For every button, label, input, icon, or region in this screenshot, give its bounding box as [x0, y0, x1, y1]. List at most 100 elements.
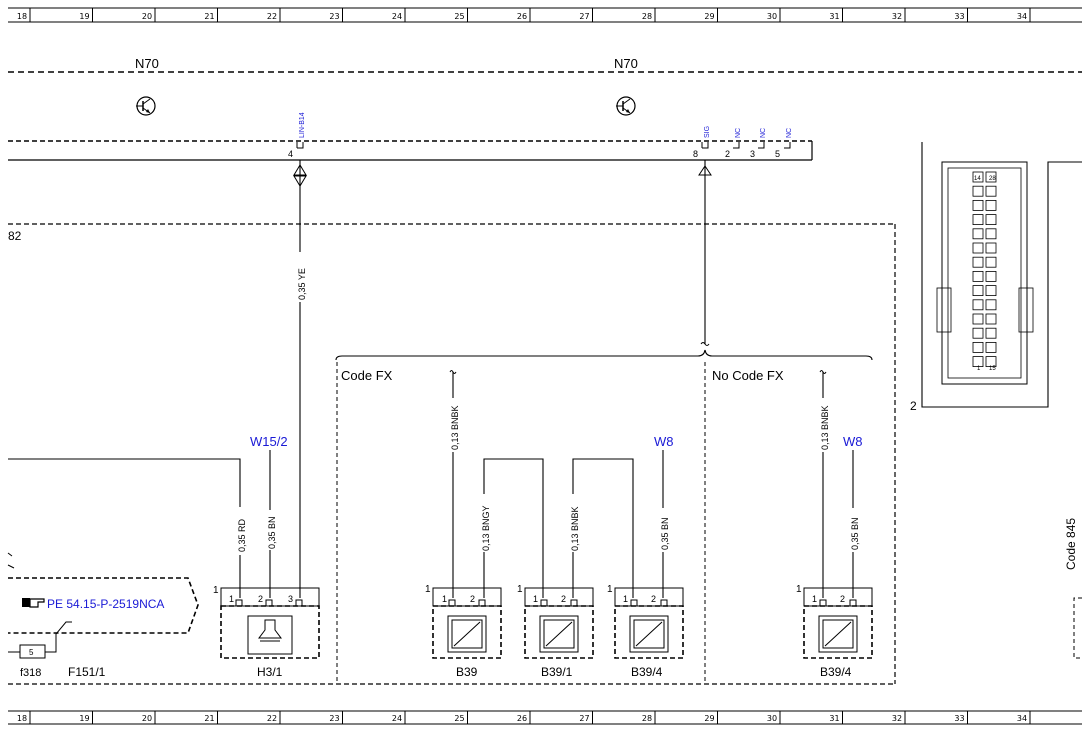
connector-cavity: [972, 299, 984, 311]
connector-cavity: [985, 256, 997, 268]
grid-column-number-34: 34: [1017, 714, 1027, 723]
signal-label-lin: LIN-B14: [299, 112, 306, 138]
component-label-b39-4-nocode: B39/4: [820, 665, 852, 679]
module-label-n70-left: N70: [135, 56, 159, 71]
grid-column-number-33: 33: [954, 12, 964, 21]
grid-column-number-33: 33: [954, 714, 964, 723]
grid-column-number-19: 19: [79, 714, 89, 723]
component-label-f151-1: F151/1: [68, 665, 106, 679]
signal-label-nc-3: NC: [786, 128, 793, 138]
pin-label-1: 1: [812, 594, 817, 604]
grid-column-number-32: 32: [892, 12, 902, 21]
wire-label-rd: 0,35 RD: [237, 518, 247, 552]
component-b39-1: [524, 587, 594, 659]
transistor-icon: [616, 96, 636, 116]
grid-column-number-29: 29: [704, 714, 714, 723]
connector-cavity: [972, 214, 984, 226]
reference-link[interactable]: PE 54.15-P-2519NCA: [47, 597, 164, 611]
fuse-f318: [8, 621, 72, 659]
pin-number-3: 3: [750, 149, 755, 159]
grid-column-number-21: 21: [204, 12, 214, 21]
grid-column-number-21: 21: [204, 714, 214, 723]
connector-cavity: [972, 285, 984, 297]
component-h3-1: [220, 587, 320, 659]
connector-cavity: [985, 171, 997, 183]
pin-number-8: 8: [693, 149, 698, 159]
wire-rd: [8, 458, 241, 598]
component-pin-1: 1: [607, 584, 613, 595]
option-brace: [335, 349, 873, 684]
n70-connector: [8, 140, 813, 161]
grid-column-number-30: 30: [767, 12, 777, 21]
grid-column-number-20: 20: [142, 12, 152, 21]
grid-column-number-20: 20: [142, 714, 152, 723]
wire-label-bnbk-nocode: 0,13 BNBK: [820, 405, 830, 450]
pointing-hand-icon: [22, 598, 45, 608]
pin-label-2: 2: [840, 594, 845, 604]
connector-cavity: [972, 185, 984, 197]
connector-cavity: [972, 341, 984, 353]
ground-label-w8-a: W8: [654, 434, 674, 449]
grid-column-number-28: 28: [642, 714, 652, 723]
grid-column-number-31: 31: [829, 12, 839, 21]
horn-icon: [258, 619, 282, 642]
component-b39-4: [614, 587, 684, 659]
pin-label-2: 2: [470, 594, 475, 604]
grid-column-number-25: 25: [454, 12, 464, 21]
grid-column-number-27: 27: [579, 714, 589, 723]
grid-column-number-22: 22: [267, 12, 277, 21]
grid-column-number-30: 30: [767, 714, 777, 723]
connector-cavity: [985, 214, 997, 226]
pin-number-2: 2: [725, 149, 730, 159]
wire-label-bn-h31: 0,35 BN: [267, 516, 277, 549]
reference-box[interactable]: [8, 577, 199, 634]
pinout-label-28: 28: [989, 176, 996, 182]
code-845-label: Code 845: [1064, 518, 1078, 570]
fuse-label-f318: f318: [20, 667, 41, 679]
grid-column-number-27: 27: [579, 12, 589, 21]
ground-label-w8-b: W8: [843, 434, 863, 449]
pin-number-5: 5: [775, 149, 780, 159]
pin-label-1: 1: [533, 594, 538, 604]
pinout-label-1: 1: [977, 366, 981, 372]
grid-column-number-23: 23: [329, 12, 339, 21]
grid-column-number-26: 26: [517, 714, 527, 723]
pin-label-2: 2: [561, 594, 566, 604]
sensor-icon: [543, 619, 575, 649]
signal-label-nc-2: NC: [760, 128, 767, 138]
grid-column-number-26: 26: [517, 12, 527, 21]
component-pin-1: 1: [213, 585, 219, 596]
control-unit-box: [8, 223, 896, 685]
component-pin-1: 1: [425, 584, 431, 595]
pin-label-1: 1: [623, 594, 628, 604]
connector-cavity: [985, 327, 997, 339]
pin-label-1: 1: [229, 594, 234, 604]
grid-column-number-31: 31: [829, 714, 839, 723]
wire-sig: [698, 160, 712, 346]
grid-column-number-24: 24: [392, 714, 402, 723]
connector-cavity: [972, 242, 984, 254]
component-label-b39: B39: [456, 665, 478, 679]
component-b39: [432, 587, 502, 659]
grid-column-number-23: 23: [329, 714, 339, 723]
component-label-b39-4: B39/4: [631, 665, 663, 679]
connector-cavity: [972, 256, 984, 268]
connector-cavity: [985, 228, 997, 240]
connector-cavity: [985, 356, 997, 368]
wire-bngy: [483, 458, 544, 598]
component-label-b39-1: B39/1: [541, 665, 573, 679]
signal-label-nc-1: NC: [735, 128, 742, 138]
connector-pinout: [921, 142, 1082, 408]
block-label-fragment: 82: [8, 229, 22, 243]
component-label-h3-1: H3/1: [257, 665, 283, 679]
pin-label-3: 3: [288, 594, 293, 604]
pin-label-2: 2: [651, 594, 656, 604]
connector-cavity: [985, 313, 997, 325]
wire-label-bn-nocode: 0,35 BN: [850, 517, 860, 550]
connector-cavity: [985, 242, 997, 254]
pin-label-2: 2: [258, 594, 263, 604]
